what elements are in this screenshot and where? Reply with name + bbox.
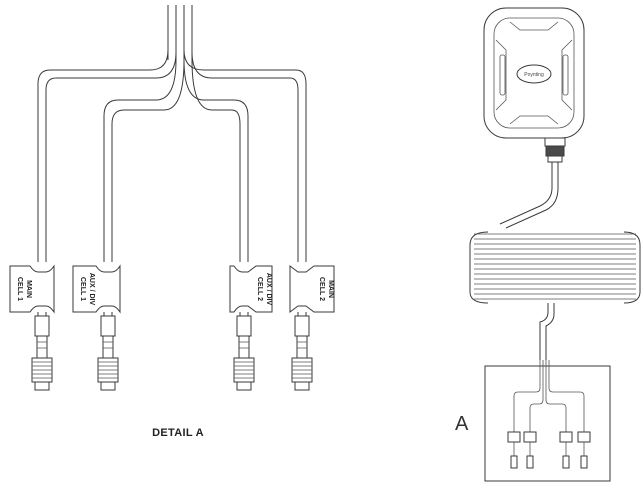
sma-connector-group <box>31 315 313 391</box>
cable-cell2-aux <box>183 59 249 262</box>
tag1-line2: MAIN <box>25 280 32 298</box>
tag4-line2: MAIN <box>327 280 334 298</box>
sma-connector-icon <box>233 315 255 391</box>
tag4-line1: CELL 2 <box>318 277 325 301</box>
cable-gland-icon <box>544 137 566 163</box>
cable-tag-cell1-aux: CELL 1 AUX / DIV <box>72 264 121 314</box>
tag1-line1: CELL 1 <box>16 277 23 301</box>
cable-upper-overview <box>499 162 559 229</box>
tag3-line2: AUX / DIV <box>265 273 272 306</box>
detail-callout-label: A <box>455 413 469 435</box>
cable-tag-cell2-aux: CELL 2 AUX / DIV <box>229 265 273 313</box>
cable-tag-cell2-main: CELL 2 MAIN <box>289 265 335 313</box>
cable-lower-segments <box>37 312 307 316</box>
sma-connector-icon <box>291 315 313 391</box>
antenna-logo: Poynting <box>524 72 544 78</box>
antenna-overview: Poynting A <box>455 7 641 482</box>
antenna-housing-icon: Poynting <box>483 7 585 139</box>
sma-connector-icon <box>31 315 53 391</box>
mini-breakout <box>507 360 591 469</box>
detail-callout-box <box>484 365 611 482</box>
cable-cell1-main <box>37 49 177 262</box>
tag2-line2: AUX / DIV <box>88 273 95 306</box>
cable-cell2-main <box>183 49 307 262</box>
cable-trunk <box>167 5 193 60</box>
cable-cell1-aux <box>103 59 185 262</box>
detail-a-title: DETAIL A <box>152 427 204 439</box>
detail-a-drawing: CELL 1 MAIN CELL 1 AUX / DIV CELL 2 AUX … <box>9 5 335 439</box>
cable-coil-icon <box>469 231 641 304</box>
cable-tag-cell1-main: CELL 1 MAIN <box>9 264 55 314</box>
cable-lower-overview <box>539 303 555 360</box>
sma-connector-icon <box>97 315 119 391</box>
tag3-line1: CELL 2 <box>256 277 263 301</box>
tag2-line1: CELL 1 <box>79 277 86 301</box>
